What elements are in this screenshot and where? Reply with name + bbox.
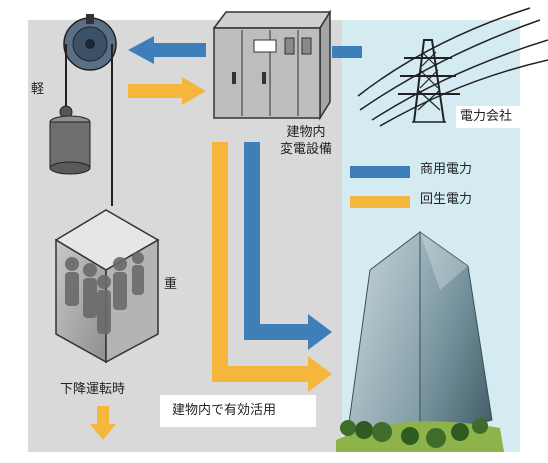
trees-icon — [336, 418, 504, 452]
light-label: 軽 — [31, 82, 45, 97]
office-tower-icon — [347, 230, 493, 441]
elevator-cabin-icon — [54, 209, 160, 364]
commercial-feed-bar — [332, 46, 362, 58]
power-company-label: 電力会社 — [460, 109, 513, 124]
substation-label-line2: 変電設備 — [279, 142, 332, 157]
legend-swatch-regenerative — [350, 196, 410, 208]
substation-cabinet-icon — [212, 9, 332, 121]
counterweight-icon — [49, 105, 91, 175]
substation-label: 建物内 変電設備 — [266, 124, 346, 158]
legend-commercial-label: 商用電力 — [420, 162, 473, 177]
regenerative-arrow-to-cabinet — [128, 77, 206, 105]
power-company-label-bg — [456, 106, 520, 128]
commercial-arrow-to-elevator — [128, 36, 206, 64]
in-building-use-label: 建物内で有効活用 — [172, 403, 277, 418]
regenerative-arrow-to-building — [212, 142, 332, 392]
substation-label-line1: 建物内 — [286, 125, 326, 140]
power-pylon-icon — [357, 7, 548, 127]
commercial-arrow-to-building — [244, 142, 332, 350]
legend-regenerative-label: 回生電力 — [420, 192, 473, 207]
sheave-icon — [63, 14, 117, 71]
legend-swatch-commercial — [350, 166, 410, 178]
descending-label: 下降運転時 — [60, 382, 126, 397]
descending-arrow — [90, 406, 116, 440]
heavy-label: 重 — [164, 277, 178, 292]
in-building-use-box — [160, 395, 316, 427]
